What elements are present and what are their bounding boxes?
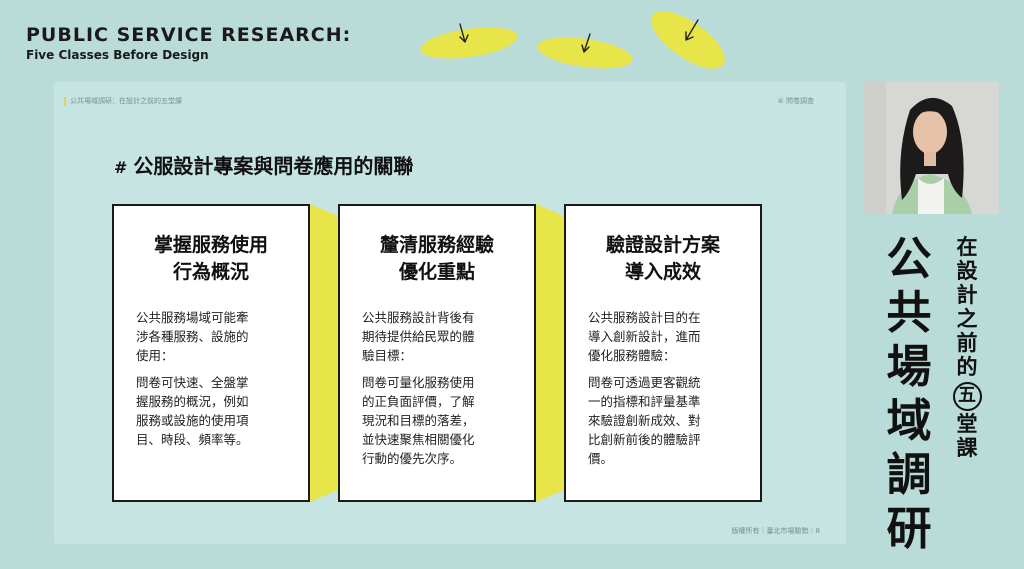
vertical-title: 公 共 場 域 調 研 [877, 232, 941, 556]
card-context: 公共服務場域可能牽 涉各種服務、設施的 使用： [136, 309, 249, 363]
vertical-title-char: 共 [886, 286, 932, 339]
leaf-arrow-icon [651, 11, 725, 69]
card-connector [536, 204, 564, 502]
presentation-slide: 公共場域調研：在設計之前的五堂課 ④ 問卷調查 #公服設計專案與問卷應用的關聯 … [54, 82, 846, 544]
card-description: 問卷可快速、全盤掌 握服務的概況，例如 服務或設施的使用項 目、時段、頻率等。 [136, 374, 249, 447]
card-description: 問卷可量化服務使用 的正負面評價，了解 現況和目標的落差， 並快速聚焦相關優化 … [362, 374, 475, 466]
card-description: 問卷可透過更客觀統 一的指標和評量基準 來驗證創新成效、對 比創新前後的體驗評 … [588, 374, 701, 466]
presenter-video [864, 82, 999, 214]
vertical-subtitle: 在 設 計 之 前 的 五 堂 課 [950, 235, 984, 461]
slide-heading-text: 公服設計專案與問卷應用的關聯 [133, 154, 414, 178]
vertical-subtitle-char: 在 [956, 235, 978, 259]
vertical-subtitle-char: 堂 [956, 411, 978, 436]
presenter-avatar [864, 82, 999, 214]
vertical-subtitle-char: 之 [956, 306, 978, 331]
card-design-validation: 驗證設計方案 導入成效 公共服務設計目的在 導入創新設計，進而 優化服務體驗： … [564, 204, 762, 502]
slide-heading: # 公服設計專案與問卷應用的關聯 [114, 150, 413, 179]
vertical-title-char: 域 [886, 394, 932, 447]
slide-course-title: 公共場域調研：在設計之前的五堂課 [70, 97, 182, 105]
circled-number-five: 五 [952, 381, 982, 411]
card-context: 公共服務設計目的在 導入創新設計，進而 優化服務體驗： [588, 309, 701, 363]
card-usage-behavior: 掌握服務使用 行為概況 公共服務場域可能牽 涉各種服務、設施的 使用： 問卷可快… [112, 204, 310, 502]
leaf-arrow-icon [420, 23, 518, 59]
slide-section-label: ④ 問卷調查 [777, 97, 814, 105]
card-title: 掌握服務使用 行為概況 [153, 234, 268, 283]
card-context: 公共服務設計背後有 期待提供給民眾的體 驗目標： [362, 309, 475, 363]
accent-bar [64, 96, 66, 106]
header-subtitle: Five Classes Before Design [26, 48, 209, 62]
header-title: PUBLIC SERVICE RESEARCH: [26, 24, 352, 46]
leaf-arrow-icon [537, 33, 633, 69]
slide-footer: 版權所有｜臺北市場驗勢｜8 [731, 527, 820, 535]
vertical-subtitle-char: 設 [956, 258, 978, 283]
vertical-title-char: 調 [886, 448, 932, 501]
card-service-experience: 釐清服務經驗 優化重點 公共服務設計背後有 期待提供給民眾的體 驗目標： 問卷可… [338, 204, 536, 502]
card-title: 釐清服務經驗 優化重點 [379, 234, 494, 283]
slide-breadcrumb: 公共場域調研：在設計之前的五堂課 [64, 96, 182, 106]
card-title: 驗證設計方案 導入成效 [605, 234, 720, 283]
vertical-subtitle-char: 的 [956, 354, 978, 379]
vertical-title-char: 公 [886, 232, 932, 285]
vertical-subtitle-char: 前 [956, 330, 978, 355]
vertical-title-char: 研 [886, 502, 932, 555]
hash-icon: # [114, 158, 128, 177]
vertical-title-char: 場 [886, 340, 932, 393]
vertical-subtitle-char: 課 [956, 435, 978, 460]
card-connector [310, 204, 338, 502]
vertical-subtitle-char: 計 [956, 282, 978, 307]
